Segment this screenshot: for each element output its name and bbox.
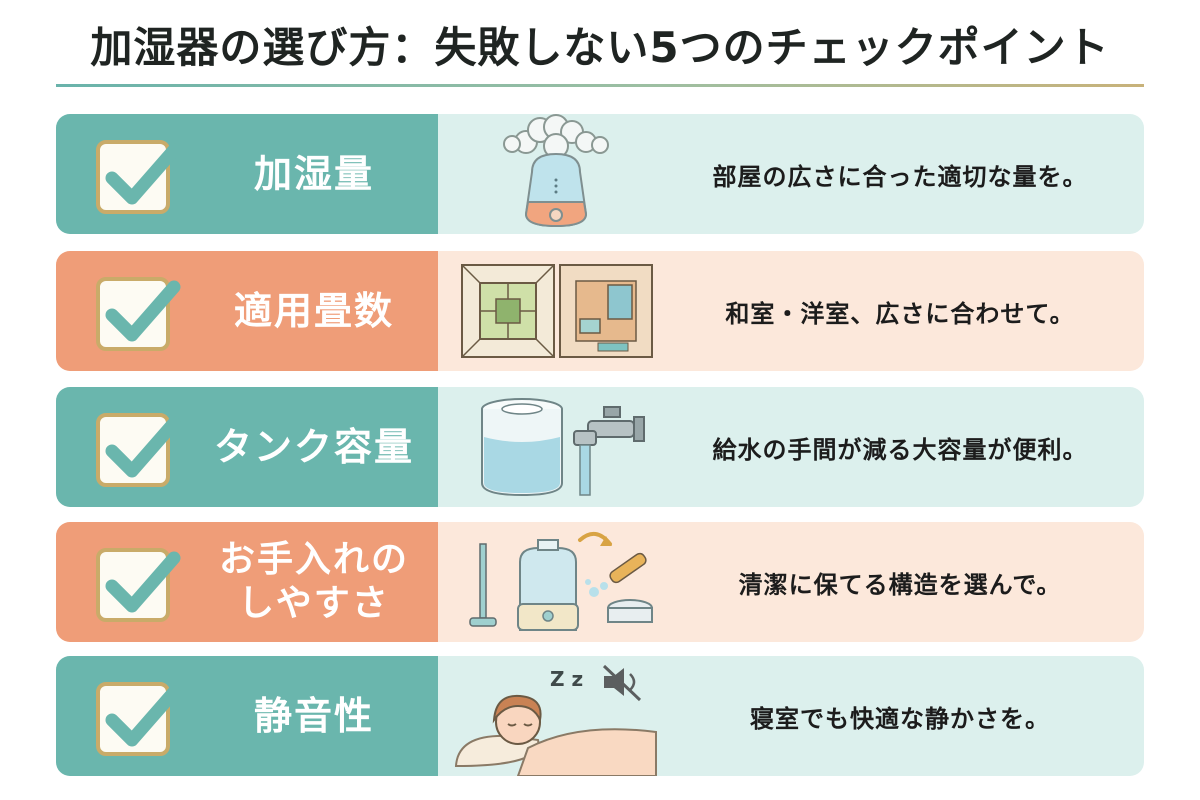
checkpoint-label-1: 加湿量 xyxy=(253,152,374,196)
checkpoint-description-2: 和室・洋室、広さに合わせて。 xyxy=(725,299,1075,328)
checkbox-2[interactable] xyxy=(96,277,181,351)
checkpoint-label-3: タンク容量 xyxy=(213,425,414,469)
water-tank-faucet-icon xyxy=(448,387,658,507)
checkpoint-row-1: 加湿量 部屋の広さに合った適切な量を。 xyxy=(56,114,1144,234)
checkpoint-header-4: お手入れの しやすさ xyxy=(56,522,438,642)
checkpoint-description-5: 寝室でも快適な静かさを。 xyxy=(750,704,1050,733)
checkpoint-row-3: タンク容量 給水の手間が減る大容量が便利。 xyxy=(56,387,1144,507)
checkpoint-row-2: 適用畳数 和室・洋室、広さに合わせて。 xyxy=(56,251,1144,371)
checkpoint-header-2: 適用畳数 xyxy=(56,251,438,371)
page-title: 加湿器の選び方：失敗しない5つのチェックポイント xyxy=(90,23,1110,72)
check-mark-icon xyxy=(105,280,181,342)
checkpoint-description-4: 清潔に保てる構造を選んで。 xyxy=(738,570,1062,599)
cleaning-icon xyxy=(448,522,658,642)
sleeping-quiet-icon: Z z xyxy=(448,656,658,776)
check-mark-icon xyxy=(105,143,181,205)
checkpoint-row-5: 静音性 Z z 寝室でも快適な静かさを。 xyxy=(56,656,1144,776)
zzz-text: Z z xyxy=(550,667,583,691)
checkpoint-label-4: お手入れの しやすさ xyxy=(194,522,434,642)
checkbox-5[interactable] xyxy=(96,682,181,756)
checkpoint-header-3: タンク容量 xyxy=(56,387,438,507)
checkpoint-row-4: お手入れの しやすさ 清潔に保てる構造を選んで。 xyxy=(56,522,1144,642)
checkpoint-label-4-line-2: しやすさ xyxy=(238,583,390,624)
checkpoint-label-2: 適用畳数 xyxy=(233,289,394,333)
check-mark-icon xyxy=(105,551,181,613)
check-mark-icon xyxy=(105,416,181,478)
humidifier-steam-icon xyxy=(448,114,658,234)
title-underline xyxy=(56,84,1144,87)
checkbox-3[interactable] xyxy=(96,413,181,487)
check-mark-icon xyxy=(105,685,181,747)
checkbox-4[interactable] xyxy=(96,548,181,622)
checkpoint-label-5: 静音性 xyxy=(253,694,374,738)
checkpoint-description-3: 給水の手間が減る大容量が便利。 xyxy=(712,435,1088,464)
checkpoint-header-1: 加湿量 xyxy=(56,114,438,234)
checkpoint-description-1: 部屋の広さに合った適切な量を。 xyxy=(712,162,1088,191)
rooms-icon xyxy=(448,251,658,371)
checkpoint-header-5: 静音性 xyxy=(56,656,438,776)
checkpoint-label-4-line-1: お手入れの xyxy=(218,539,409,580)
checkbox-1[interactable] xyxy=(96,140,181,214)
